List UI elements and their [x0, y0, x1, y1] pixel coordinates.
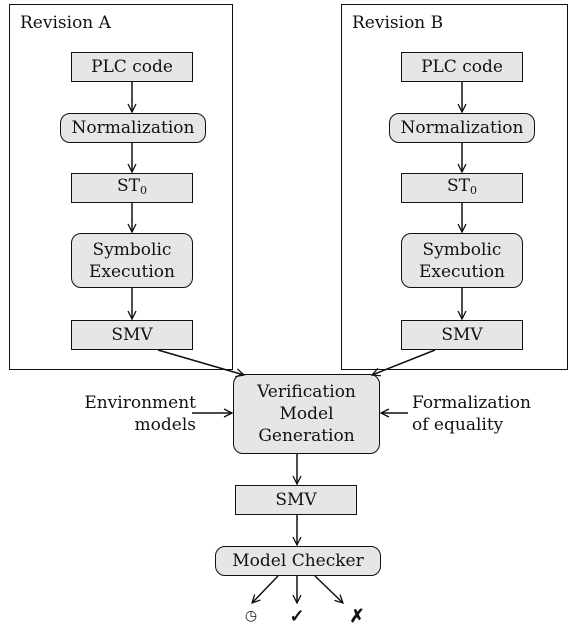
revision-a-symbolic-execution-node: Symbolic Execution [71, 233, 193, 288]
formalization-line1: Formalization [412, 393, 531, 413]
revision-b-symbolic-line2: Execution [419, 261, 505, 282]
revision-b-symbolic-line1: Symbolic [422, 239, 502, 260]
revision-a-symbolic-line2: Execution [89, 261, 175, 282]
success-result-icon: ✓ [289, 606, 305, 627]
revision-a-smv-label: SMV [111, 325, 153, 345]
model-checker-node: Model Checker [215, 546, 381, 576]
revision-b-smv-node: SMV [401, 320, 523, 350]
verification-line3: Generation [258, 426, 355, 446]
verification-model-generation-node: Verification Model Generation [233, 374, 380, 454]
model-checker-label: Model Checker [232, 551, 364, 571]
revision-a-st0-node: ST0 [71, 173, 193, 203]
environment-line2: models [134, 415, 196, 435]
revision-a-plc-code-label: PLC code [91, 57, 173, 77]
arrow-to-timeout [252, 575, 279, 603]
verification-line1: Verification [257, 382, 356, 402]
arrow-a-smv-to-verification [157, 349, 244, 375]
revision-b-plc-code-node: PLC code [401, 52, 523, 82]
formalization-line2: of equality [412, 415, 504, 435]
environment-line1: Environment [84, 393, 196, 413]
verification-line2: Model [279, 404, 334, 424]
revision-b-st0-label: ST0 [447, 175, 477, 197]
revision-b-normalization-label: Normalization [400, 118, 524, 138]
revision-a-plc-code-node: PLC code [71, 52, 193, 82]
revision-a-st0-label: ST0 [117, 175, 147, 197]
revision-b-symbolic-execution-node: Symbolic Execution [401, 233, 523, 288]
revision-a-normalization-label: Normalization [71, 118, 195, 138]
combined-smv-label: SMV [275, 490, 317, 510]
revision-b-plc-code-label: PLC code [421, 57, 503, 77]
combined-smv-node: SMV [235, 485, 357, 515]
revision-b-st0-node: ST0 [401, 173, 523, 203]
revision-b-smv-label: SMV [441, 325, 483, 345]
revision-a-title: Revision A [20, 13, 111, 33]
timeout-result-icon: ◷ [244, 608, 258, 624]
revision-a-normalization-node: Normalization [60, 113, 206, 143]
environment-models-text: Environment models [46, 392, 196, 436]
arrow-to-failure [314, 575, 343, 603]
formalization-of-equality-text: Formalization of equality [412, 392, 562, 436]
arrow-b-smv-to-verification [372, 349, 436, 375]
failure-result-icon: ✗ [349, 606, 365, 627]
revision-b-normalization-node: Normalization [389, 113, 535, 143]
revision-b-frame: Revision B [341, 4, 568, 370]
revision-a-smv-node: SMV [71, 320, 193, 350]
revision-b-title: Revision B [352, 13, 444, 33]
revision-a-symbolic-line1: Symbolic [92, 239, 172, 260]
